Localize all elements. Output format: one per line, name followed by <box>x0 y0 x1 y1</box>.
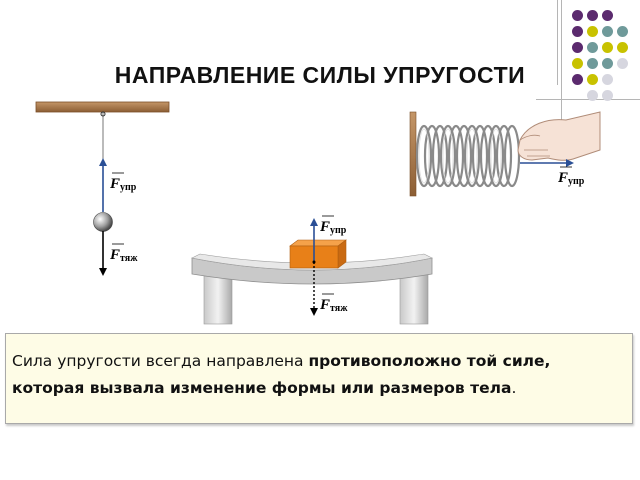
ceiling-board <box>35 101 170 113</box>
force-subscript: упр <box>120 182 137 193</box>
decor-dot <box>572 10 583 21</box>
statement-end: . <box>511 379 517 397</box>
beam-diagram: F упр F тяж <box>191 215 433 325</box>
decor-dot <box>572 26 583 37</box>
block-icon <box>289 239 347 269</box>
decor-dot <box>572 42 583 53</box>
decor-dot <box>617 42 628 53</box>
force-subscript: тяж <box>330 303 348 314</box>
decor-dot <box>602 42 613 53</box>
decor-dot <box>587 26 598 37</box>
decor-vline-2 <box>557 0 558 85</box>
left-leg <box>203 271 233 325</box>
label-elastic-3: F упр <box>319 215 347 236</box>
decor-dot <box>602 74 613 85</box>
spring-highlight <box>418 128 502 184</box>
decor-dot <box>602 90 613 101</box>
hanging-ball-diagram: F упр F тяж <box>35 101 170 276</box>
label-gravity-2: F тяж <box>319 293 348 314</box>
decor-vline-1 <box>561 0 562 140</box>
force-symbol: F <box>109 247 120 263</box>
decor-dot <box>587 58 598 69</box>
label-elastic-2: F упр <box>557 166 585 187</box>
decor-dot <box>602 58 613 69</box>
force-subscript: тяж <box>120 253 138 264</box>
spring-icon <box>415 124 521 188</box>
statement-bold: противоположно той силе, которая вызвала… <box>12 352 551 397</box>
decor-dot <box>587 42 598 53</box>
force-symbol: F <box>319 297 330 313</box>
statement-box: Сила упругости всегда направлена противо… <box>5 333 633 424</box>
force-symbol: F <box>109 176 120 192</box>
hand-icon <box>517 111 601 161</box>
decor-dot <box>587 10 598 21</box>
decor-dot <box>587 74 598 85</box>
hook <box>100 111 106 117</box>
decor-dot <box>572 74 583 85</box>
ball-icon <box>93 212 113 232</box>
spring-diagram: F упр <box>409 111 601 197</box>
decor-dot <box>587 90 598 101</box>
decor-dot <box>602 26 613 37</box>
slide-title: НАПРАВЛЕНИЕ СИЛЫ УПРУГОСТИ <box>114 62 526 88</box>
statement-text: Сила упругости всегда направлена противо… <box>6 334 632 402</box>
label-elastic-1: F упр <box>109 172 137 193</box>
force-subscript: упр <box>568 176 585 187</box>
decor-dot <box>572 58 583 69</box>
decor-dot <box>617 58 628 69</box>
wall-board <box>409 111 417 197</box>
statement-plain: Сила упругости всегда направлена <box>12 352 309 370</box>
force-subscript: упр <box>330 225 347 236</box>
decor-dot <box>617 26 628 37</box>
right-leg <box>399 271 429 325</box>
label-gravity-1: F тяж <box>109 243 138 264</box>
force-symbol: F <box>557 170 568 186</box>
decor-dot <box>602 10 613 21</box>
force-symbol: F <box>319 219 330 235</box>
physics-illustrations: F упр F тяж <box>35 101 601 325</box>
